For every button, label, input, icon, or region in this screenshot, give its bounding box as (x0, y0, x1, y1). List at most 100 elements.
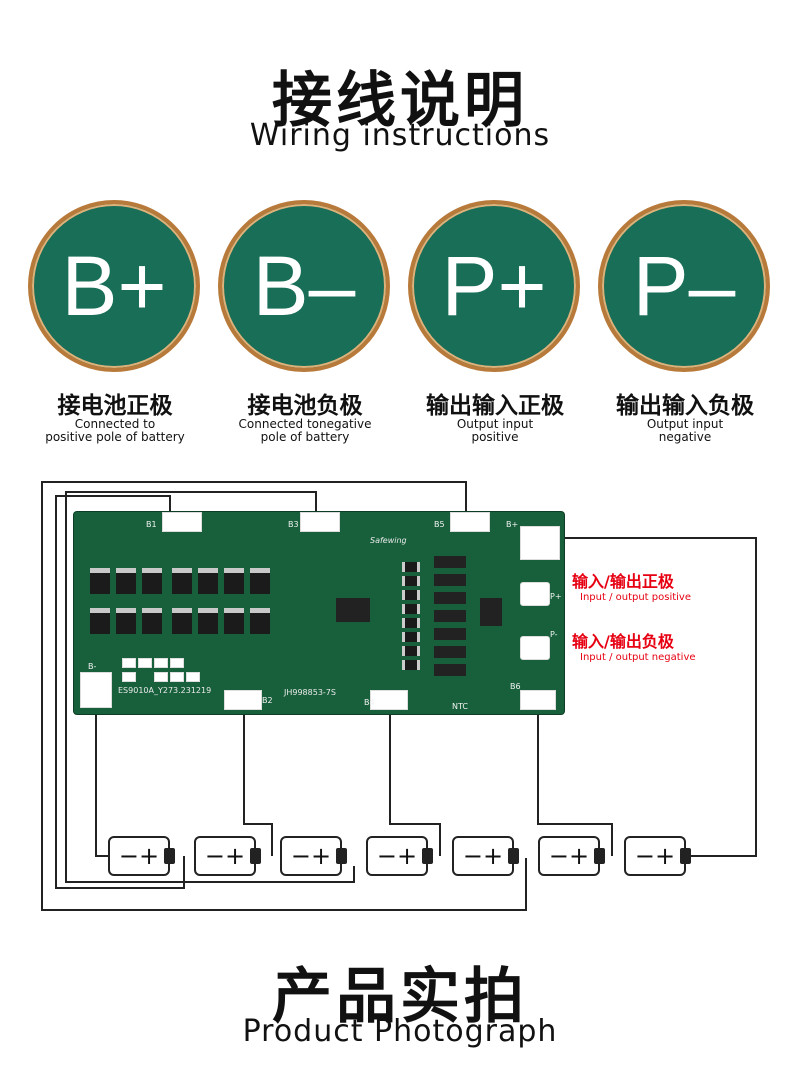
label-line: pole of battery (260, 430, 350, 444)
cell-terminal (164, 848, 175, 864)
terminal-symbol: B– (252, 238, 356, 333)
pad-label: B2 (262, 696, 273, 705)
pad-p-plus (520, 582, 550, 606)
pad-label: NTC (452, 702, 468, 711)
label-line: positive (471, 430, 519, 444)
smd-part (402, 576, 420, 586)
label-line: Connected to (74, 417, 156, 431)
balance-resistor (434, 610, 466, 622)
terminal-label-cn: 接电池正极 (57, 393, 173, 419)
label-line: Connected tonegative (238, 417, 372, 431)
terminal-b-plus-circle: B+ (28, 200, 200, 372)
pad-label: B1 (146, 520, 157, 529)
battery-cell: −+ (280, 836, 342, 876)
section-subtitle: Product Photograph (242, 1014, 558, 1049)
mosfet (198, 608, 218, 634)
resistor (186, 672, 200, 682)
mosfet (142, 608, 162, 634)
mosfet (172, 568, 192, 594)
smd-part (402, 632, 420, 642)
balance-resistor (434, 628, 466, 640)
cell-terminal (680, 848, 691, 864)
resistor (170, 658, 184, 668)
battery-cell: −+ (538, 836, 600, 876)
terminal-b-minus-circle: B– (218, 200, 390, 372)
pad-b5 (450, 512, 490, 532)
balance-resistor (434, 592, 466, 604)
model-silkscreen: JH998853-7S (284, 688, 336, 697)
pad-label: B+ (506, 520, 519, 529)
pad-label: B5 (434, 520, 445, 529)
balance-resistor (434, 574, 466, 586)
pad-label: P+ (550, 592, 562, 601)
section-title: 产品实拍 (272, 962, 528, 1032)
pad-p-minus (520, 636, 550, 660)
sense-mosfet (480, 598, 502, 626)
label-line: Output input (646, 417, 724, 431)
wire-b3 (65, 491, 355, 883)
pad-b3 (300, 512, 340, 532)
smd-part (402, 660, 420, 670)
wire-b-minus (95, 706, 108, 857)
resistor (138, 658, 152, 668)
label-line: Output input (456, 417, 534, 431)
mosfet (90, 608, 110, 634)
bms-board-photo: B1 B3 B5 B+ B- B2 B4 B6 P+ P- NTC ES9010… (74, 512, 564, 714)
negative-note-en: Input / output negative (580, 652, 696, 663)
smd-part (402, 590, 420, 600)
mosfet (142, 568, 162, 594)
wire-b-plus (560, 537, 757, 857)
positive-note-cn: 输入/输出正极 (572, 572, 674, 591)
page-title: 接线说明 (272, 66, 528, 136)
mosfet (250, 568, 270, 594)
resistor (154, 658, 168, 668)
label-line: positive pole of battery (45, 430, 185, 444)
pad-label: B6 (510, 682, 521, 691)
mosfet (224, 608, 244, 634)
brand-silkscreen: Safewing (370, 536, 407, 545)
smd-part (402, 604, 420, 614)
pad-label: B- (88, 662, 97, 671)
mosfet (116, 568, 136, 594)
mosfet (224, 568, 244, 594)
battery-cell: −+ (624, 836, 686, 876)
mosfet (116, 608, 136, 634)
resistor (170, 672, 184, 682)
terminal-label-cn: 接电池负极 (247, 393, 363, 419)
wire-b4 (389, 706, 441, 856)
cell-terminal (594, 848, 605, 864)
terminal-symbol: P– (632, 238, 736, 333)
balance-resistor (434, 556, 466, 568)
terminal-p-plus-circle: P+ (408, 200, 580, 372)
battery-cell: −+ (452, 836, 514, 876)
wire-b6 (537, 706, 613, 856)
battery-cell: −+ (366, 836, 428, 876)
mosfet (172, 608, 192, 634)
pad-b2 (224, 690, 262, 710)
controller-ic (336, 598, 370, 622)
wire-b5 (41, 481, 527, 911)
smd-part (402, 618, 420, 628)
negative-note-cn: 输入/输出负极 (572, 632, 674, 651)
balance-resistor (434, 646, 466, 658)
pad-b6 (520, 690, 556, 710)
cell-terminal (508, 848, 519, 864)
label-line: negative (658, 430, 712, 444)
terminal-label-cn: 输出输入负极 (616, 393, 754, 419)
page-subtitle: Wiring instructions (249, 118, 551, 153)
pad-label: B3 (288, 520, 299, 529)
resistor (154, 672, 168, 682)
mosfet (250, 608, 270, 634)
resistor (122, 658, 136, 668)
cell-terminal (422, 848, 433, 864)
smd-part (402, 646, 420, 656)
cell-terminal (250, 848, 261, 864)
mosfet (90, 568, 110, 594)
pad-label: P- (550, 630, 558, 639)
terminal-p-minus-circle: P– (598, 200, 770, 372)
